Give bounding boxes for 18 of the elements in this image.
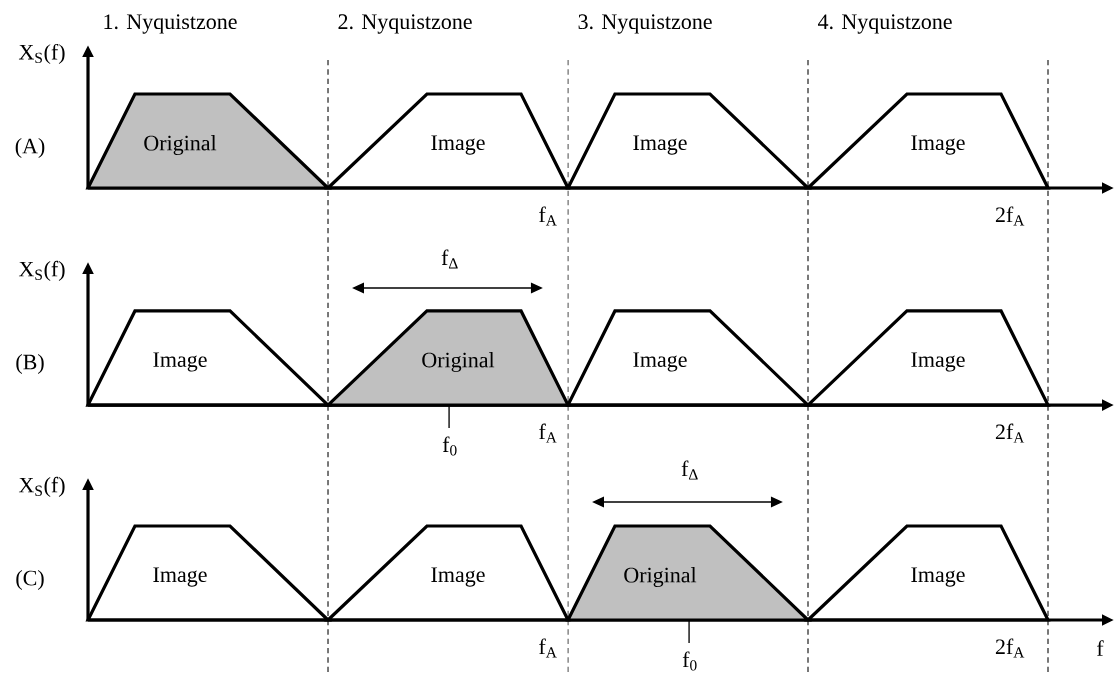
zone-heading: 4. Nyquistzone	[818, 14, 952, 34]
row-label: (B)	[16, 354, 44, 374]
tick-label: f$_{A}$	[539, 206, 557, 226]
zone-heading: 3. Nyquistzone	[578, 14, 712, 34]
axis-label: X$_{S}$(f)	[18, 476, 65, 497]
row-label: (A)	[15, 138, 45, 158]
dimension-label: f$_{Δ}$	[681, 460, 698, 480]
tick-label: f$_{A}$	[539, 423, 557, 443]
axis-label: X$_{S}$(f)	[18, 43, 65, 65]
dimension-label: f$_{Δ}$	[441, 249, 458, 269]
row-label: (C)	[16, 570, 44, 590]
zone-heading: 2. Nyquistzone	[338, 14, 472, 34]
tick-label: f$_{0}$	[442, 436, 457, 456]
axis-label: X$_{S}$(f)	[18, 260, 65, 281]
tick-label: f$_{A}$	[539, 638, 557, 658]
zone-heading: 1. Nyquistzone	[104, 14, 237, 34]
axis-label: f	[1097, 640, 1104, 656]
tick-label: f$_{0}$	[682, 651, 697, 671]
